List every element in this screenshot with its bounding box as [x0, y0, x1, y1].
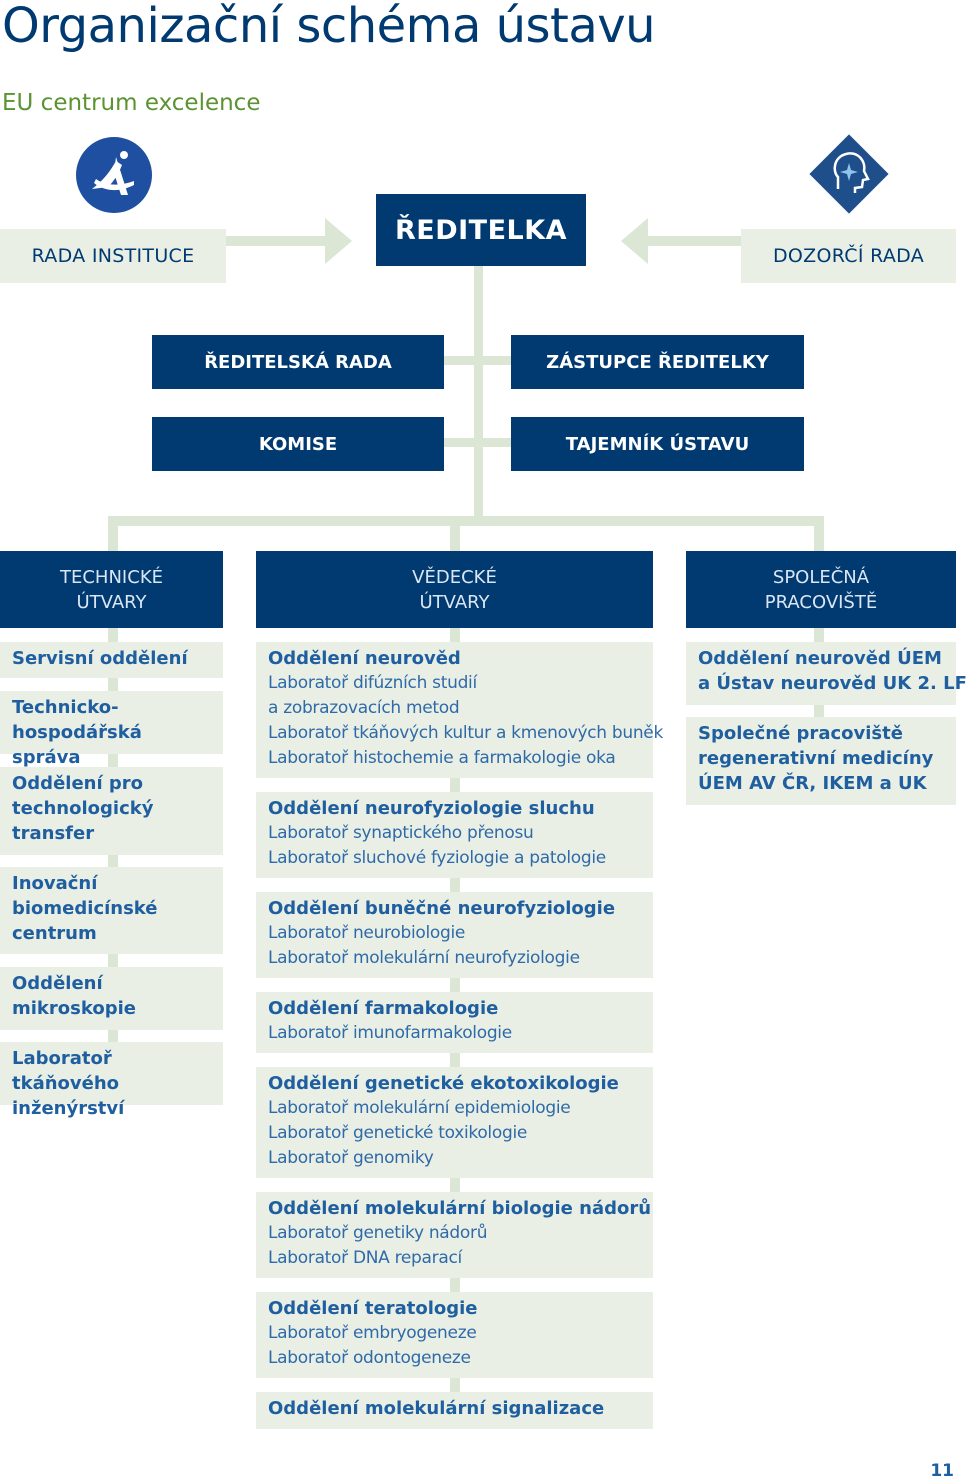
reditelska-rada-box: ŘEDITELSKÁ RADA — [152, 335, 444, 389]
joint-heading: SPOLEČNÁ PRACOVIŠTĚ — [686, 551, 956, 628]
zastupce-box: ZÁSTUPCE ŘEDITELKY — [511, 335, 804, 389]
lab-name: Laboratoř embryogeneze — [268, 1323, 477, 1343]
scientific-department: Oddělení genetické ekotoxikologie Labora… — [256, 1067, 653, 1178]
lab-name: Laboratoř genetiky nádorů — [268, 1223, 488, 1243]
page-subtitle: EU centrum excelence — [2, 90, 261, 116]
technical-item-line: Servisní oddělení — [12, 648, 188, 669]
technical-item-line: Oddělení — [12, 973, 103, 994]
lab-name: a zobrazovacích metod — [268, 698, 460, 718]
academy-of-sciences-logo-icon — [74, 135, 154, 219]
connector-joint-spine — [814, 626, 824, 796]
technical-item-line: centrum — [12, 923, 97, 944]
lab-name: Laboratoř histochemie a farmakologie oka — [268, 748, 616, 768]
connector-management-row1 — [443, 356, 513, 365]
department-name: Oddělení neurověd — [268, 648, 461, 669]
lab-name: Laboratoř neurobiologie — [268, 923, 466, 943]
scientific-department: Oddělení farmakologie Laboratoř imunofar… — [256, 992, 653, 1053]
lab-name: Laboratoř synaptického přenosu — [268, 823, 534, 843]
dozorci-rada-label: DOZORČÍ RADA — [772, 245, 925, 267]
lab-name: Laboratoř genomiky — [268, 1148, 434, 1168]
joint-item: Oddělení neurověd ÚEM a Ústav neurověd U… — [686, 642, 967, 705]
technical-item-line: transfer — [12, 823, 95, 844]
technical-item-line: mikroskopie — [12, 998, 136, 1019]
scientific-heading: VĚDECKÉ ÚTVARY — [256, 551, 653, 628]
department-name: Oddělení buněčné neurofyziologie — [268, 898, 616, 919]
scientific-department: Oddělení molekulární signalizace — [256, 1392, 653, 1429]
scientific-heading-line: ÚTVARY — [419, 591, 490, 613]
joint-heading-line: PRACOVIŠTĚ — [764, 591, 878, 613]
tajemnik-box: TAJEMNÍK ÚSTAVU — [511, 417, 804, 471]
joint-item-line: Oddělení neurověd ÚEM — [698, 648, 942, 669]
lab-name: Laboratoř genetické toxikologie — [268, 1123, 528, 1143]
joint-item-line: ÚEM AV ČR, IKEM a UK — [698, 773, 927, 794]
technical-item-line: Laboratoř tkáňového — [12, 1048, 120, 1094]
technical-item-line: technologický — [12, 798, 154, 819]
connector-trunk — [474, 262, 483, 524]
joint-item: Společné pracoviště regenerativní medicí… — [686, 717, 956, 805]
department-name: Oddělení genetické ekotoxikologie — [268, 1073, 619, 1094]
lab-name: Laboratoř difúzních studií — [268, 673, 477, 693]
lab-name: Laboratoř DNA reparací — [268, 1248, 462, 1268]
lab-name: Laboratoř sluchové fyziologie a patologi… — [268, 848, 606, 868]
technical-item: Servisní oddělení — [0, 642, 223, 678]
department-name: Oddělení molekulární biologie nádorů — [268, 1198, 652, 1219]
connector-horizontal — [108, 516, 824, 526]
technical-item: Oddělení mikroskopie — [0, 967, 223, 1030]
joint-item-line: Společné pracoviště — [698, 723, 903, 744]
department-name: Oddělení molekulární signalizace — [268, 1398, 605, 1419]
scientific-department: Oddělení molekulární biologie nádorů Lab… — [256, 1192, 653, 1278]
technical-item-line: hospodářská správa — [12, 722, 142, 768]
zastupce-label: ZÁSTUPCE ŘEDITELKY — [546, 351, 769, 373]
department-name: Oddělení farmakologie — [268, 998, 499, 1019]
lab-name: Laboratoř molekulární neurofyziologie — [268, 948, 580, 968]
reditelka-label: ŘEDITELKA — [394, 214, 568, 246]
joint-heading-line: SPOLEČNÁ — [772, 566, 870, 588]
dozorci-rada-box: DOZORČÍ RADA — [741, 229, 956, 283]
scientific-department: Oddělení neurověd Laboratoř difúzních st… — [256, 642, 663, 778]
komise-label: KOMISE — [258, 433, 338, 455]
connector-joint — [814, 516, 824, 552]
scientific-department: Oddělení teratologie Laboratoř embryogen… — [256, 1292, 653, 1378]
technical-heading-line: ÚTVARY — [76, 591, 147, 613]
technical-item: Inovační biomedicínské centrum — [0, 867, 223, 954]
connector-technical-spine — [108, 626, 118, 1096]
reditelka-box: ŘEDITELKA — [376, 194, 586, 266]
rada-instituce-label: RADA INSTITUCE — [31, 245, 195, 267]
neuro-head-logo-icon — [806, 131, 892, 221]
technical-item-line: Technicko- — [12, 697, 119, 718]
lab-name: Laboratoř imunofarmakologie — [268, 1023, 512, 1043]
technical-item-line: inženýrství — [12, 1098, 125, 1119]
top-arrows — [226, 218, 741, 264]
rada-instituce-box: RADA INSTITUCE — [0, 229, 226, 283]
scientific-department: Oddělení neurofyziologie sluchu Laborato… — [256, 792, 653, 878]
komise-box: KOMISE — [152, 417, 444, 471]
lab-name: Laboratoř tkáňových kultur a kmenových b… — [268, 723, 663, 743]
technical-item-line: Inovační — [12, 873, 98, 894]
connector-technical — [108, 516, 118, 552]
technical-item: Laboratoř tkáňového inženýrství — [0, 1042, 223, 1119]
department-name: Oddělení neurofyziologie sluchu — [268, 798, 595, 819]
technical-heading-line: TECHNICKÉ — [60, 566, 163, 588]
lab-name: Laboratoř odontogeneze — [268, 1348, 471, 1368]
lab-name: Laboratoř molekulární epidemiologie — [268, 1098, 571, 1118]
joint-item-line: regenerativní medicíny — [698, 748, 934, 769]
scientific-heading-line: VĚDECKÉ — [412, 566, 497, 588]
connector-management-row2 — [443, 438, 513, 447]
technical-item-line: biomedicínské — [12, 898, 158, 919]
tajemnik-label: TAJEMNÍK ÚSTAVU — [565, 433, 750, 455]
technical-item-line: Oddělení pro — [12, 773, 144, 794]
technical-heading: TECHNICKÉ ÚTVARY — [0, 551, 223, 628]
connector-scientific — [450, 516, 460, 552]
technical-item: Oddělení pro technologický transfer — [0, 767, 223, 855]
scientific-department: Oddělení buněčné neurofyziologie Laborat… — [256, 892, 653, 978]
page-title: Organizační schéma ústavu — [2, 0, 656, 54]
technical-item: Technicko- hospodářská správa — [0, 691, 223, 768]
page-number: 11 — [930, 1461, 954, 1481]
joint-item-line: a Ústav neurověd UK 2. LF — [698, 673, 967, 694]
department-name: Oddělení teratologie — [268, 1298, 478, 1319]
reditelska-rada-label: ŘEDITELSKÁ RADA — [204, 351, 392, 373]
